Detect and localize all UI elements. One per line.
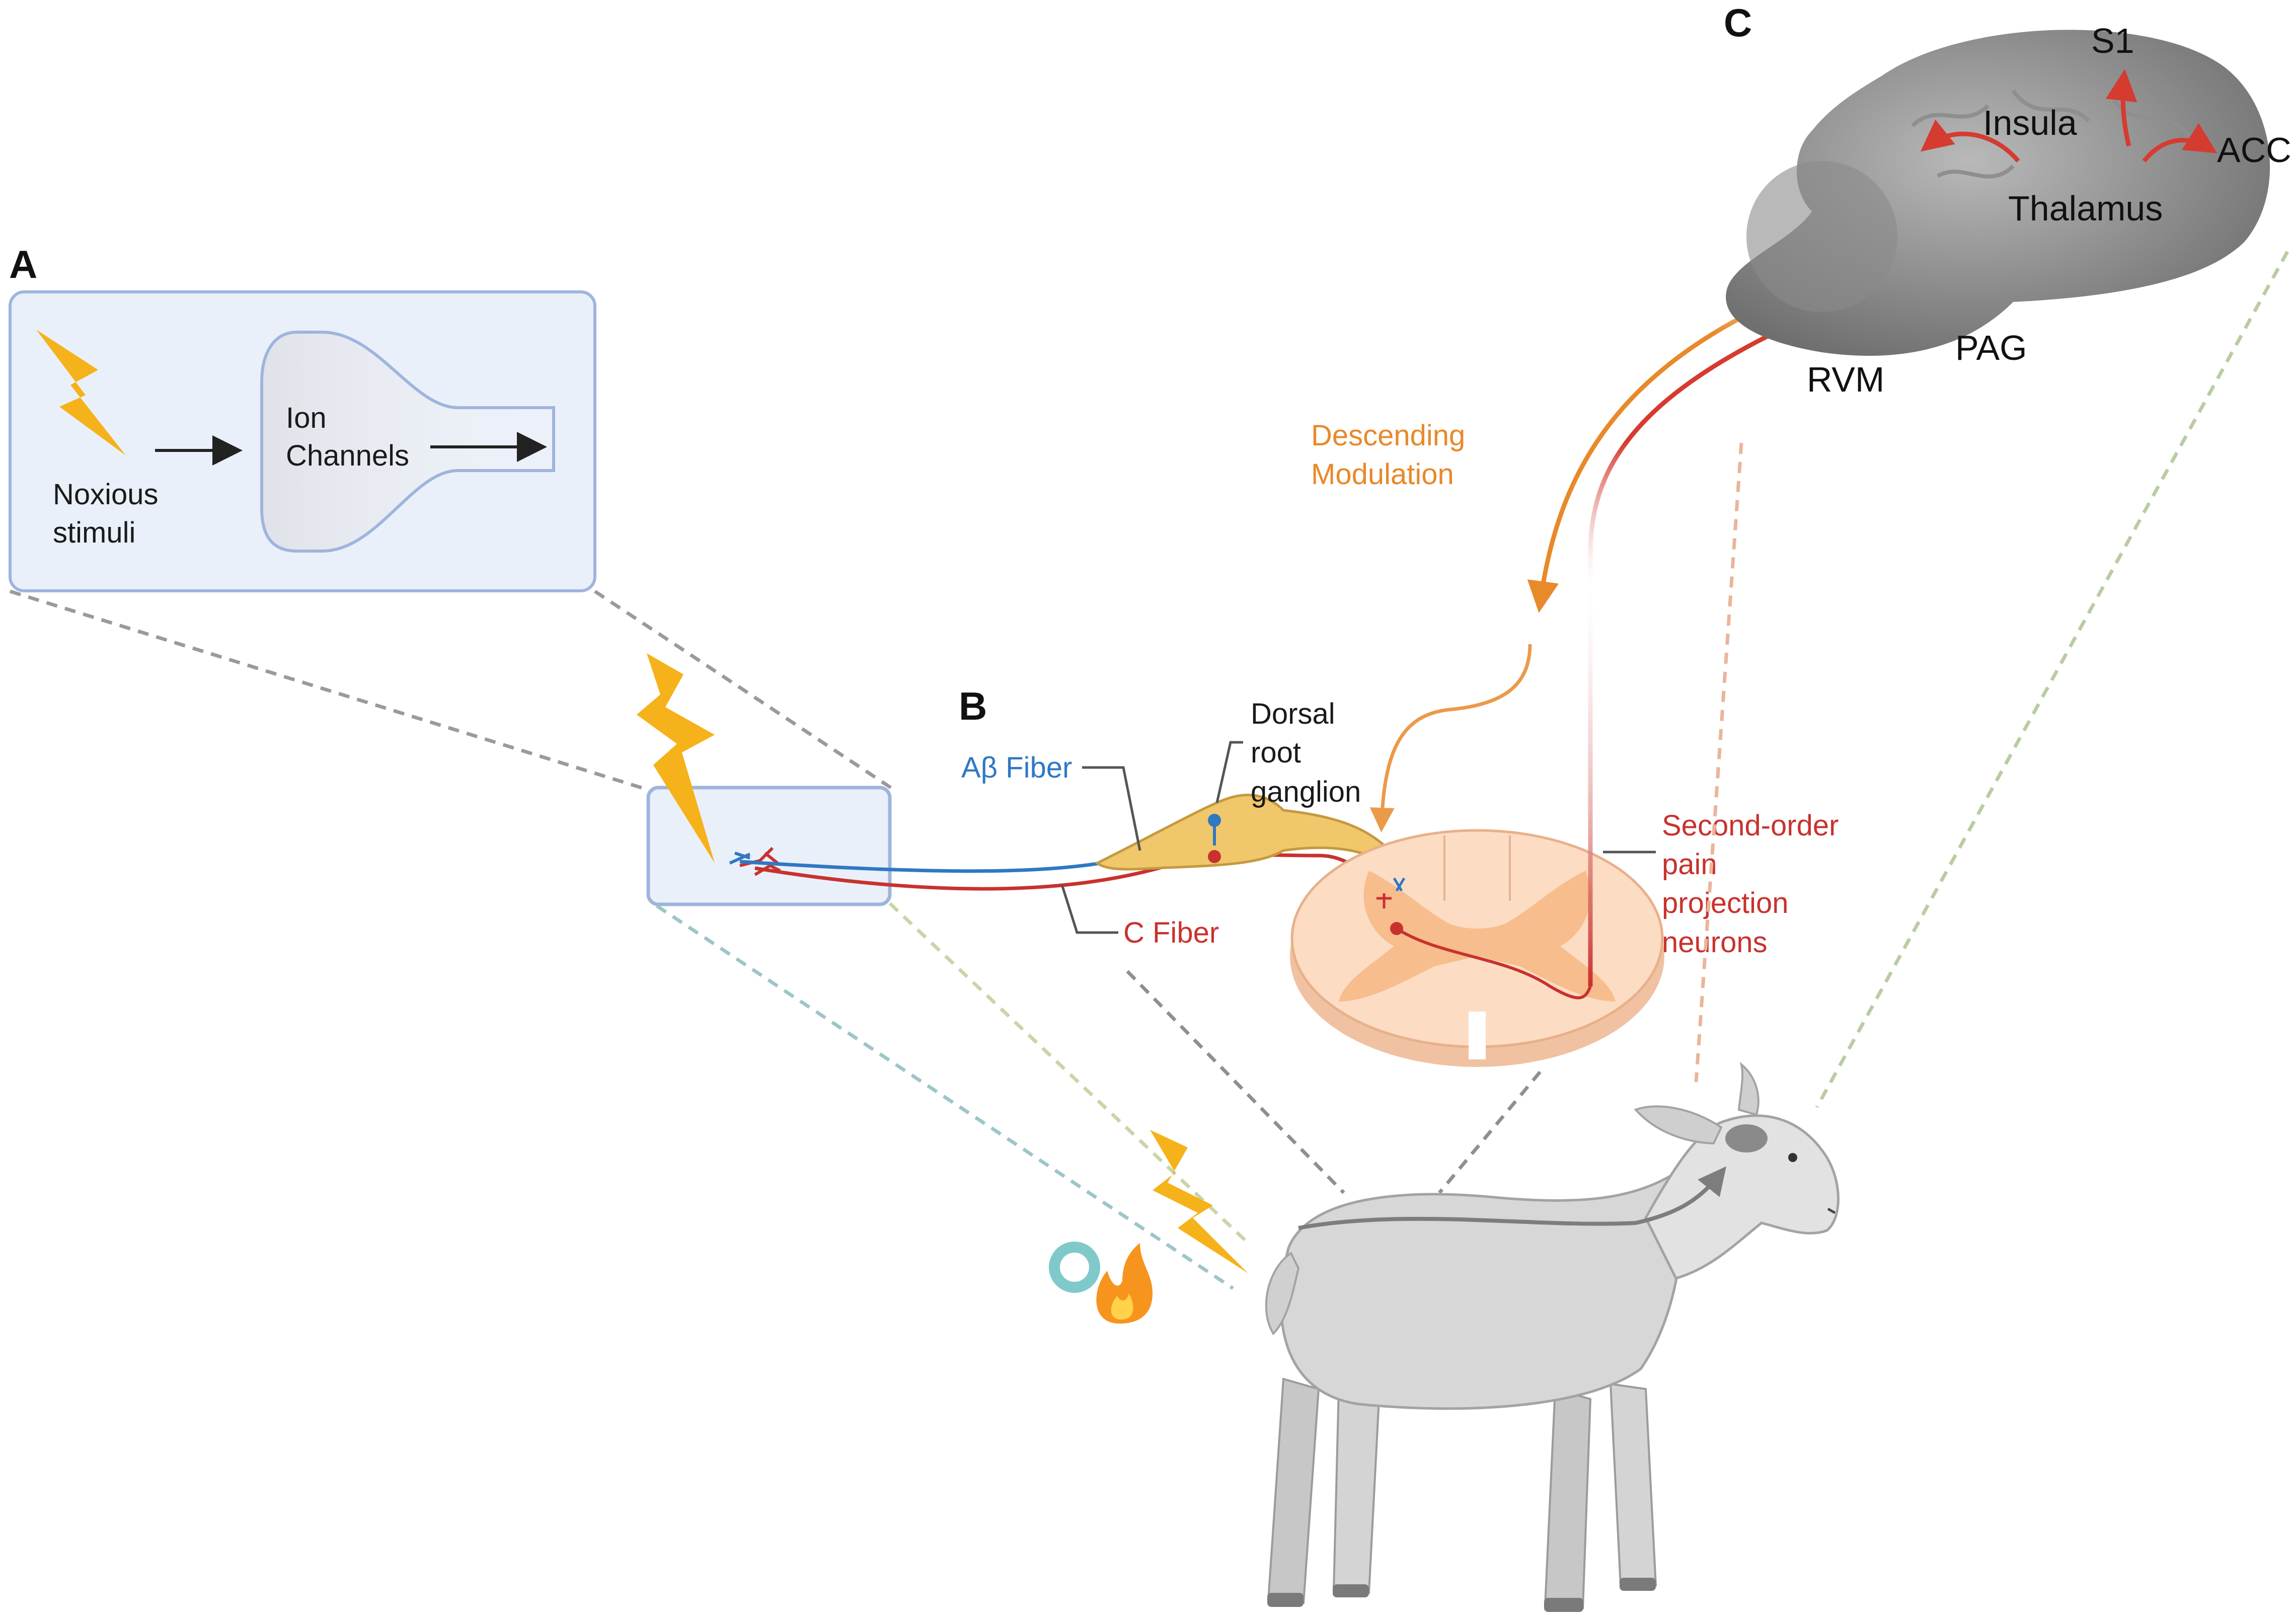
zoom-guides-receptor [656,902,1250,1290]
receptor-site [637,653,892,906]
brain-illustration [1726,30,2270,356]
lightning-icon [637,653,715,863]
drg-label-1: Dorsal [1251,698,1335,730]
drg-label-3: ganglion [1251,776,1361,808]
arrow-to-s1 [2105,69,2137,147]
stimuli-icons [1049,1130,1248,1324]
second-order-neuron [1396,927,1592,999]
second-order-label-1: Second-order [1662,809,1839,842]
fiber-labels: B Aβ Fiber C Fiber Dorsal root ganglion [959,684,1361,949]
thalamus-label: Thalamus [2008,189,2163,228]
descending-label-2: Modulation [1311,458,1454,491]
lamb-spinal-path [1298,1166,1726,1230]
lamb-brain [1725,1124,1768,1152]
noxious-label: Noxious [53,478,159,511]
arrow-to-insula [1920,119,2020,163]
cold-ring-icon [1049,1242,1100,1293]
c-fiber-ending [739,846,781,876]
ab-cell-body [1208,814,1221,827]
panel-b-letter: B [959,684,987,728]
drg-label-2: root [1251,736,1301,769]
acc-label: ACC [2217,130,2291,170]
panel-a-letter: A [9,242,37,286]
lightning-icon [36,330,126,455]
insula-label: Insula [1983,103,2077,142]
c-cell-body [1208,850,1221,863]
second-order-label-4: neurons [1662,926,1768,959]
channels-label: Channels [286,439,409,472]
panel-c-letter: C [1724,1,1752,45]
second-order-labels: Second-order pain projection neurons [1603,809,1839,959]
stimuli-label: stimuli [53,516,135,549]
ab-fiber-label: Aβ Fiber [961,751,1072,784]
receptor-box [646,786,892,906]
lightning-icon [1150,1130,1248,1273]
rvm-label: RVM [1807,360,1884,399]
descending-label-1: Descending [1311,419,1465,452]
flame-icon [1096,1243,1153,1324]
ion-channel-shape [260,331,555,553]
panel-a: A Noxious stimuli Ion Channels [9,242,596,592]
c-fiber-label: C Fiber [1123,916,1219,949]
spinal-cord-illustration [1290,829,1664,1067]
second-order-label-3: projection [1662,887,1788,919]
s1-label: S1 [2091,21,2134,60]
arrow-to-acc [2142,123,2217,163]
descending-pathway-lower [1369,644,1532,832]
pag-label: PAG [1955,328,2027,367]
ion-label: Ion [286,402,327,434]
ab-fiber-ending [729,852,751,865]
ascending-pathway [1588,254,1962,986]
lamb-illustration [1265,1061,1840,1612]
zoom-guides-a [9,589,892,792]
zoom-guides-lamb [1126,251,2289,1194]
panel-c: C S1 Insula ACC Thalamus PAG RVM [1724,1,2291,399]
second-order-label-2: pain [1662,848,1717,881]
